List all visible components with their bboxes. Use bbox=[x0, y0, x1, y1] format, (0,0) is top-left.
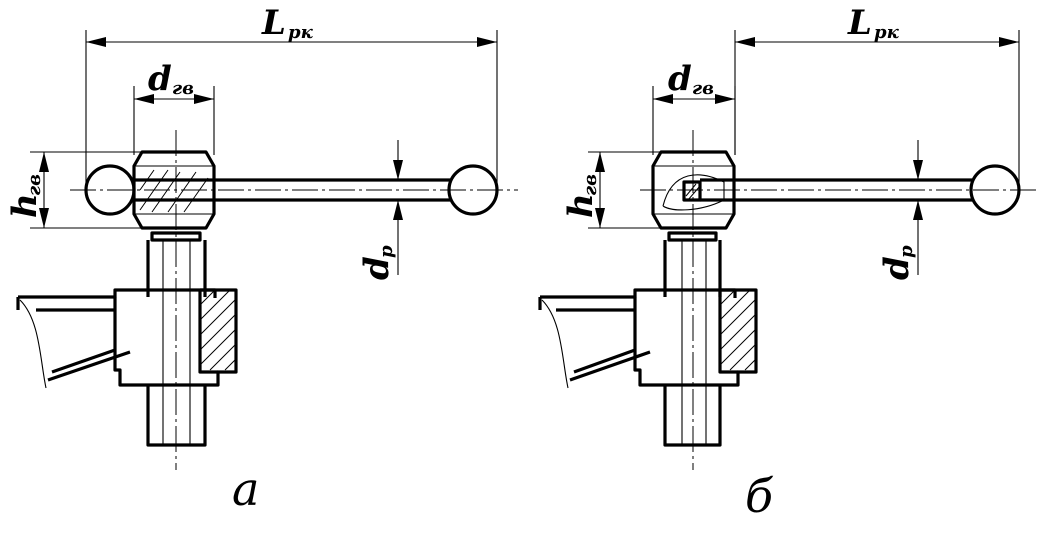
head-diameter-label-sub-a: гв bbox=[172, 78, 194, 99]
variant-b: L рк d гв h гв d р bbox=[538, 3, 1036, 523]
head-height-label-main-a: h bbox=[5, 193, 45, 218]
caption-a: а bbox=[232, 462, 259, 516]
rod-diameter-label-sub-a: р bbox=[376, 245, 397, 258]
head-hatch-a bbox=[139, 169, 209, 213]
rod-a bbox=[70, 164, 518, 216]
head-diameter-label-sub-b: гв bbox=[692, 78, 714, 99]
dim-head-diameter-b: d гв bbox=[652, 59, 736, 155]
head-height-label-sub-b: гв bbox=[580, 174, 601, 196]
rod-diameter-label-main-b: d bbox=[877, 256, 917, 280]
head-diameter-label-main-b: d bbox=[668, 59, 692, 99]
rod-diameter-label-sub-b: р bbox=[896, 245, 917, 258]
head-diameter-label-main-a: d bbox=[148, 59, 172, 99]
dim-head-height-b: h гв bbox=[561, 151, 661, 229]
dim-length-b: L рк bbox=[734, 3, 1020, 190]
head-height-label-sub-a: гв bbox=[24, 174, 45, 196]
dim-head-height-a: h гв bbox=[5, 151, 142, 229]
shaft-b bbox=[663, 130, 722, 470]
housing-b bbox=[538, 288, 758, 447]
housing-a bbox=[16, 288, 238, 447]
caption-b: б bbox=[745, 469, 774, 523]
rod-b bbox=[640, 164, 1036, 216]
rod-diameter-label-main-a: d bbox=[357, 256, 397, 280]
bushing-hatch-a bbox=[199, 289, 237, 371]
dim-length-a: L рк bbox=[85, 3, 498, 190]
dim-rod-diameter-a: d р bbox=[357, 140, 403, 280]
shaft-a bbox=[146, 130, 207, 470]
head-height-label-main-b: h bbox=[561, 193, 601, 218]
length-label-sub-a: рк bbox=[288, 22, 314, 43]
bushing-hatch-b bbox=[719, 289, 757, 371]
dim-rod-diameter-b: d р bbox=[877, 140, 923, 280]
length-label-sub-b: рк bbox=[874, 22, 900, 43]
length-label-main-b: L bbox=[847, 3, 872, 43]
variant-a: L рк d гв h гв d р bbox=[5, 3, 518, 516]
dim-head-diameter-a: d гв bbox=[133, 59, 215, 155]
length-label-main-a: L bbox=[261, 3, 286, 43]
